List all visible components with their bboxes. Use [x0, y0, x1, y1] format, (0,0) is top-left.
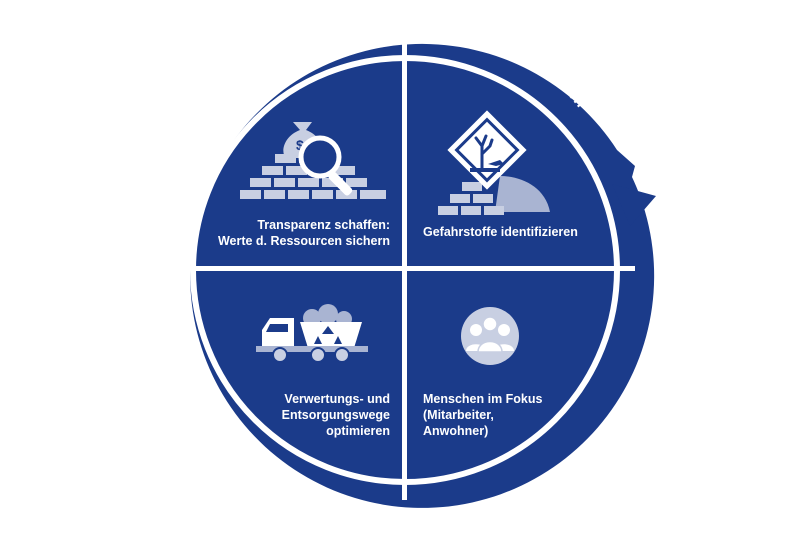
quadrant-label-transparency: Transparenz schaffen: Werte d. Ressource… [218, 217, 390, 249]
label-line: Entsorgungswege [281, 408, 390, 422]
label-line: Verwertungs- und [284, 392, 390, 406]
label-line: (Mitarbeiter, [423, 408, 494, 422]
arrow-head-icon [612, 184, 656, 226]
quadrant-label-disposal-routes: Verwertungs- und Entsorgungswege optimie… [282, 391, 390, 439]
money-bag-bricks-magnifier-icon: $ [240, 122, 386, 199]
divider-horizontal [175, 266, 635, 271]
hazard-diamond-dead-tree-icon [438, 110, 550, 215]
label-line: Gefahrstoffe identifizieren [423, 225, 578, 239]
label-line: Anwohner) [423, 424, 489, 438]
quadrant-label-people-focus: Menschen im Fokus (Mitarbeiter, Anwohner… [423, 391, 542, 439]
inner-rim [190, 55, 620, 485]
svg-text:$: $ [296, 137, 304, 153]
recycling-truck-icon [256, 304, 368, 363]
label-line: Transparenz schaffen: [257, 218, 390, 232]
label-line: Werte d. Ressourcen sichern [217, 234, 390, 248]
label-line: optimieren [326, 424, 390, 438]
label-line: Menschen im Fokus [423, 392, 543, 406]
quadrant-label-hazardous-substances: Gefahrstoffe identifizieren [423, 224, 578, 240]
people-group-icon [461, 307, 519, 365]
